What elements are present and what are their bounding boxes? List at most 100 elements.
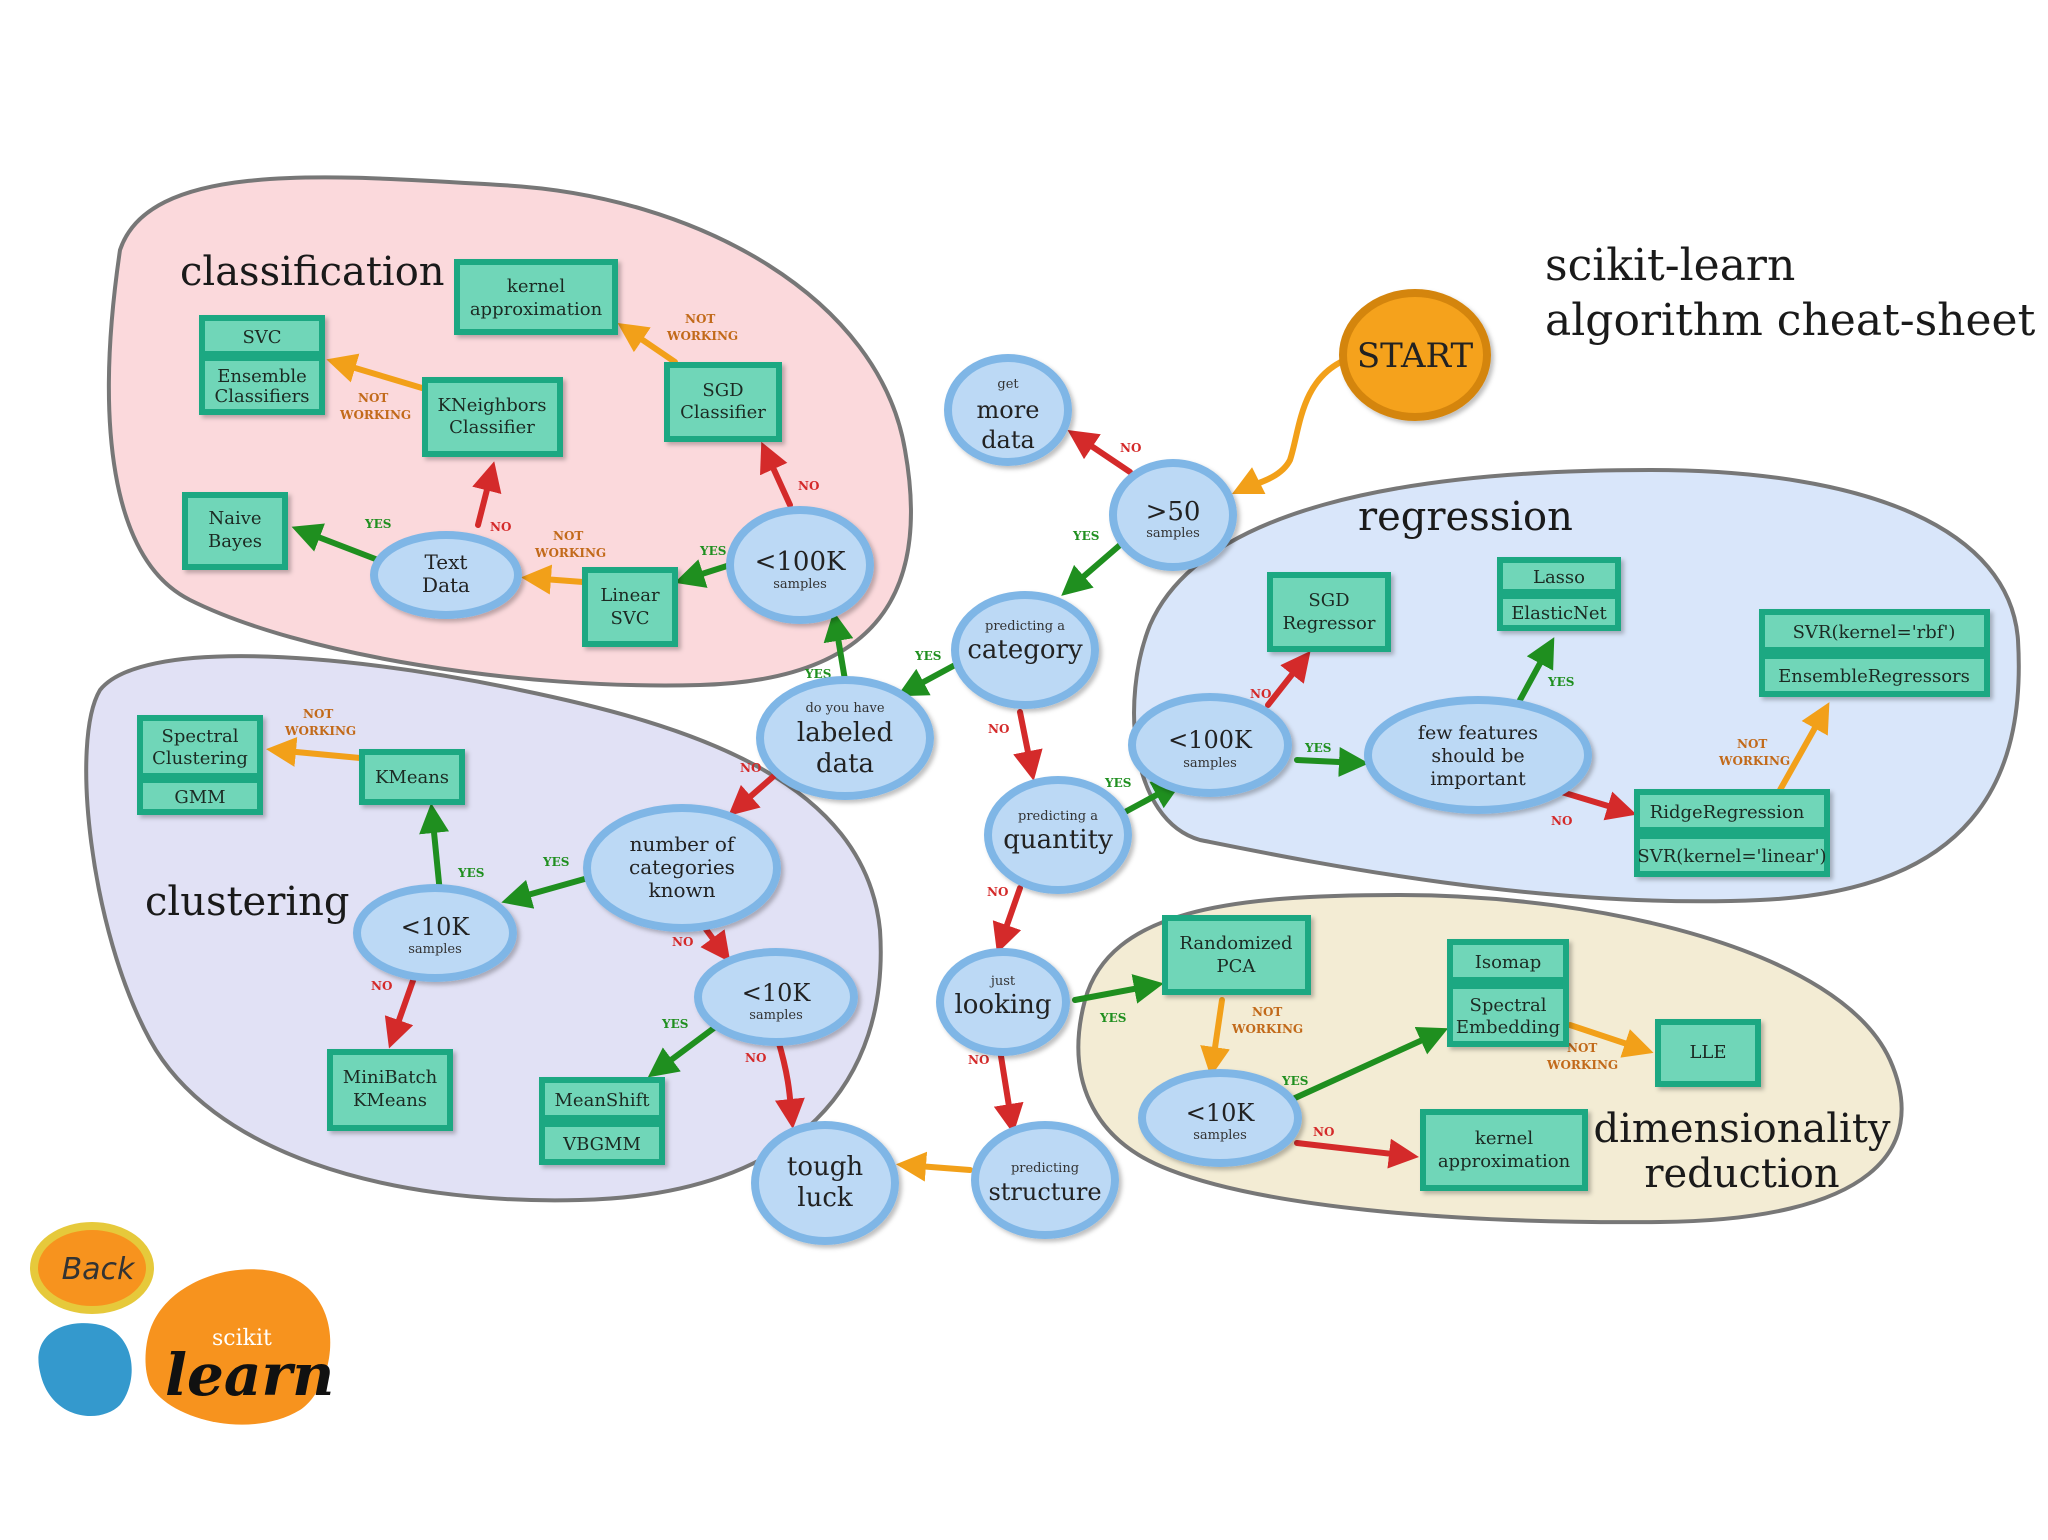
cls-100k-node bbox=[726, 506, 874, 624]
num-categories-l2: categories bbox=[629, 855, 735, 879]
naive-bayes-l2: Bayes bbox=[208, 531, 262, 552]
dim-10k-big: <10K bbox=[1186, 1099, 1256, 1127]
back-button-label: Back bbox=[62, 1252, 136, 1287]
labeled-data-l2: data bbox=[816, 749, 874, 779]
spectral-clustering-l1: Spectral bbox=[162, 726, 239, 747]
minibatch-kmeans-l1: MiniBatch bbox=[343, 1067, 438, 1088]
edge-label-working: WORKING bbox=[1546, 1058, 1618, 1072]
ensemble-classifiers-box bbox=[199, 355, 325, 415]
get-more-data-l2: data bbox=[981, 426, 1035, 454]
arrow-ridge-notworking-svrrbf bbox=[1777, 702, 1830, 793]
arrow-cls100k-no-sgd bbox=[760, 441, 793, 508]
edge-label-not: NOT bbox=[1567, 1041, 1597, 1055]
labeled-data-l1: labeled bbox=[797, 718, 893, 748]
edge-label-no: NO bbox=[371, 979, 392, 993]
num-categories-node bbox=[583, 804, 781, 932]
arrow-reg100k-no-sgdreg bbox=[1265, 650, 1311, 708]
kneighbors-l1: KNeighbors bbox=[438, 395, 547, 416]
svr-linear-box bbox=[1634, 833, 1830, 877]
elasticnet-label: ElasticNet bbox=[1511, 603, 1607, 624]
kernel-approx-dim-l1: kernel bbox=[1475, 1128, 1533, 1149]
just-looking-big: looking bbox=[954, 990, 1051, 1020]
edge-label-yes: YES bbox=[1072, 529, 1099, 543]
arrow-10kb-yes-meanshift bbox=[647, 1022, 721, 1078]
num-categories-l3: known bbox=[648, 878, 715, 902]
lle-box bbox=[1655, 1019, 1761, 1087]
edge-label-yes: YES bbox=[1104, 776, 1131, 790]
logo-learn-text: learn bbox=[165, 1341, 334, 1409]
edge-label-yes: YES bbox=[542, 855, 569, 869]
arrow-labeled-no-numcat bbox=[728, 772, 778, 816]
clu-10k-b-node bbox=[694, 948, 858, 1046]
gt50-small: samples bbox=[1146, 526, 1200, 541]
clu-10k-b-big: <10K bbox=[742, 979, 812, 1007]
edge-label-no: NO bbox=[798, 479, 819, 493]
arrow-looking-no-structure bbox=[993, 1047, 1024, 1134]
edge-label-no: NO bbox=[1120, 441, 1141, 455]
predicting-quantity-node bbox=[984, 776, 1132, 894]
edge-label-not: NOT bbox=[1252, 1005, 1282, 1019]
back-button[interactable]: Back bbox=[30, 1222, 154, 1314]
arrow-looking-yes-pca bbox=[1072, 974, 1164, 1004]
arrow-few-no-ridge bbox=[1552, 787, 1637, 821]
edge-label-working: WORKING bbox=[1231, 1022, 1303, 1036]
gmm-label: GMM bbox=[174, 787, 225, 808]
cls-100k-big: <100K bbox=[755, 547, 846, 577]
reg-100k-small: samples bbox=[1183, 756, 1237, 771]
edge-label-no: NO bbox=[745, 1051, 766, 1065]
arrow-category-no-quantity bbox=[1013, 709, 1043, 781]
ensemble-regressors-box bbox=[1759, 653, 1990, 697]
naive-bayes-l1: Naive bbox=[208, 508, 261, 529]
predicting-quantity-small: predicting a bbox=[1018, 809, 1098, 824]
few-features-l3: important bbox=[1430, 768, 1526, 790]
edge-label-no: NO bbox=[1551, 814, 1572, 828]
sheet-title-line1: scikit-learn bbox=[1545, 240, 1795, 291]
ensemble-classifiers-l2: Classifiers bbox=[215, 386, 310, 407]
predicting-structure-node bbox=[971, 1121, 1119, 1239]
arrow-numcat-yes-10k bbox=[501, 875, 591, 909]
edge-label-no: NO bbox=[1313, 1125, 1334, 1139]
ensemble-classifiers-l1: Ensemble bbox=[217, 366, 307, 387]
sgd-regressor-box bbox=[1267, 572, 1391, 652]
text-data-node bbox=[370, 531, 522, 619]
naive-bayes-box bbox=[182, 492, 288, 570]
arrow-labeled-yes-cls100k bbox=[823, 611, 854, 683]
randomized-pca-box bbox=[1162, 915, 1311, 995]
kneighbors-l2: Classifier bbox=[449, 417, 535, 438]
edge-label-working: WORKING bbox=[1718, 754, 1790, 768]
text-data-l2: Data bbox=[422, 573, 470, 597]
spectral-clustering-l2: Clustering bbox=[152, 748, 248, 769]
edge-label-yes: YES bbox=[1099, 1011, 1126, 1025]
arrow-50-yes-category bbox=[1061, 542, 1123, 596]
arrow-numcat-no-10kb bbox=[700, 925, 731, 963]
edge-label-yes: YES bbox=[661, 1017, 688, 1031]
arrow-few-yes-lasso bbox=[1517, 637, 1555, 703]
randomized-pca-l2: PCA bbox=[1217, 956, 1257, 977]
arrow-10k-yes-kmeans bbox=[419, 803, 449, 896]
arrow-10kb-no-tough bbox=[774, 1037, 805, 1129]
predicting-quantity-big: quantity bbox=[1003, 825, 1113, 855]
lasso-label: Lasso bbox=[1533, 567, 1585, 588]
arrow-start-to-50 bbox=[1231, 357, 1348, 495]
arrow-cls100k-yes-linearsvc bbox=[674, 559, 733, 588]
get-more-data-l1: more bbox=[977, 396, 1040, 424]
edge-label-not: NOT bbox=[1737, 737, 1767, 751]
lle-label: LLE bbox=[1689, 1042, 1726, 1063]
kernel-approx-cls-l1: kernel bbox=[507, 276, 565, 297]
edge-label-yes: YES bbox=[457, 866, 484, 880]
arrow-quantity-yes-reg100k bbox=[1122, 780, 1183, 815]
clu-10k-a-node bbox=[353, 884, 517, 982]
meanshift-label: MeanShift bbox=[555, 1090, 651, 1111]
few-features-l1: few features bbox=[1418, 722, 1538, 744]
clustering-title: clustering bbox=[145, 879, 350, 925]
tough-luck-node bbox=[751, 1121, 899, 1245]
just-looking-small: just bbox=[989, 974, 1016, 989]
elasticnet-box bbox=[1497, 593, 1621, 631]
reg-100k-big: <100K bbox=[1168, 726, 1253, 754]
arrow-category-yes-labeled bbox=[897, 662, 958, 697]
minibatch-kmeans-box bbox=[327, 1049, 453, 1131]
arrow-kneighbors-notworking-svc bbox=[326, 353, 425, 391]
algorithm-boxes: kernel approximation SVC Ensemble Classi… bbox=[137, 259, 1990, 1191]
clu-10k-a-small: samples bbox=[408, 942, 462, 957]
